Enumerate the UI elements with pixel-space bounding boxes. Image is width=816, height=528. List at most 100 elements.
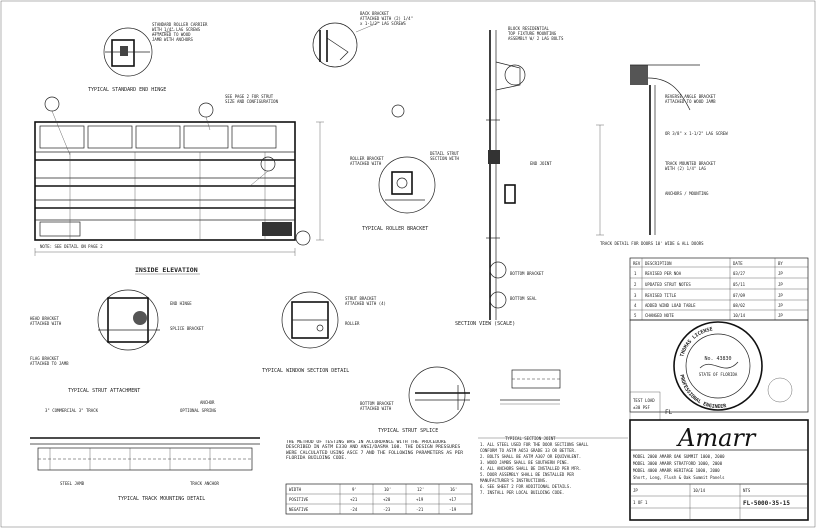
track-detail-note: TRACK DETAIL FOR DOORS 10' WIDE & ALL DO… <box>600 241 704 246</box>
inside-elevation: NOTE: SEE DETAIL ON PAGE 2 SEE PAGE 2 FO… <box>34 94 405 256</box>
track-detail-view: REVERSE ANGLE BRACKET ATTACHED TO WOOD J… <box>596 64 728 236</box>
detail-strut-circle: BACK BRACKET ATTACHED WITH (2) 1/4" x 1-… <box>312 11 413 68</box>
table-cell: +17 <box>449 497 457 502</box>
rev-cell: JP <box>778 313 783 318</box>
track-mounting-detail: 3" COMMERCIAL 3" TRACK OPTIONAL SPRING A… <box>30 400 260 486</box>
table-cell: -19 <box>449 507 457 512</box>
svg-text:STEEL JAMB: STEEL JAMB <box>60 481 85 486</box>
svg-text:ATTACHED TO JAMB: ATTACHED TO JAMB <box>30 361 69 366</box>
svg-text:OR 3/8" x 1-1/2" LAG SCREW: OR 3/8" x 1-1/2" LAG SCREW <box>665 131 728 136</box>
test-load-value: ±30 PSF <box>633 405 650 410</box>
model-line: MODEL 2000 AMARR OAK SUMMIT 1000, 2000 <box>633 454 725 459</box>
svg-text:5. DOOR ASSEMBLY SHALL BE INST: 5. DOOR ASSEMBLY SHALL BE INSTALLED PER <box>480 472 575 477</box>
test-load-label: TEST LOAD <box>633 398 655 403</box>
revision-block: REV DESCRIPTION DATE BY 1 REVISED PER NO… <box>629 257 809 321</box>
seal-number: No. 43830 <box>704 356 731 362</box>
svg-text:ATTACHED WITH: ATTACHED WITH <box>350 161 382 166</box>
window-section-caption: TYPICAL WINDOW SECTION DETAIL <box>262 368 349 374</box>
svg-text:ATTACHED WITH (4): ATTACHED WITH (4) <box>345 301 386 306</box>
svg-text:BACK BRACKET: BACK BRACKET <box>360 11 389 16</box>
svg-text:TRACK MOUNTED BRACKET: TRACK MOUNTED BRACKET <box>665 161 716 166</box>
track-mounting-caption: TYPICAL TRACK MOUNTING DETAIL <box>118 496 205 502</box>
svg-text:END JOINT: END JOINT <box>530 161 552 166</box>
section-view-caption: SECTION VIEW (SCALE) <box>455 321 515 327</box>
table-cell: -21 <box>416 507 424 512</box>
svg-text:ANCHOR: ANCHOR <box>200 400 215 405</box>
detail-hinge-circle: STANDARD ROLLER CARRIER WITH 1/4" LAG SC… <box>103 22 208 77</box>
inside-elevation-title: INSIDE ELEVATION <box>135 266 198 274</box>
svg-text:x 1-1/2" LAG SCREWS: x 1-1/2" LAG SCREWS <box>360 21 406 26</box>
svg-text:ATTACHED WITH (2) 1/4": ATTACHED WITH (2) 1/4" <box>360 16 413 21</box>
rev-cell: 4 <box>634 303 637 308</box>
svg-text:TOP FIXTURE MOUNTING: TOP FIXTURE MOUNTING <box>508 31 557 36</box>
rev-cell: 2 <box>634 282 637 287</box>
design-pressure-table: WIDTH 9' 10' 12' 16' POSITIVE +21 +20 +1… <box>285 483 473 515</box>
svg-text:BOTTOM BRACKET: BOTTOM BRACKET <box>510 271 544 276</box>
model-line: Short, Long, Flush & Oak Summit Panels <box>633 475 725 480</box>
scale-value: NTS <box>743 488 751 493</box>
roller-bracket-caption: TYPICAL ROLLER BRACKET <box>362 226 428 232</box>
svg-text:STRUT BRACKET: STRUT BRACKET <box>345 296 377 301</box>
svg-text:BOTTOM BRACKET: BOTTOM BRACKET <box>360 401 394 406</box>
svg-text:END HINGE: END HINGE <box>170 301 192 306</box>
table-cell: POSITIVE <box>289 497 309 502</box>
seal-signature-mark <box>699 361 739 369</box>
svg-text:BLOCK RESIDENTIAL: BLOCK RESIDENTIAL <box>508 26 550 31</box>
rev-cell: REVISED PER NOA <box>645 271 682 276</box>
svg-text:DETAIL STRUT: DETAIL STRUT <box>430 151 459 156</box>
svg-text:HEAD BRACKET: HEAD BRACKET <box>30 316 59 321</box>
svg-text:REVERSE ANGLE BRACKET: REVERSE ANGLE BRACKET <box>665 94 716 99</box>
svg-text:NOTE: SEE DETAIL ON PAGE 2: NOTE: SEE DETAIL ON PAGE 2 <box>40 244 103 249</box>
table-header-cell: 9' <box>352 487 357 492</box>
rev-cell: REVISED TITLE <box>645 293 677 298</box>
rev-cell: JP <box>778 303 783 308</box>
detail-section-joint <box>500 369 561 405</box>
svg-text:SIZE AND CONFIGURATION: SIZE AND CONFIGURATION <box>225 99 279 104</box>
svg-text:SPLICE BRACKET: SPLICE BRACKET <box>170 326 204 331</box>
rev-cell: 03/27 <box>733 271 746 276</box>
svg-text:OPTIONAL SPRING: OPTIONAL SPRING <box>180 408 217 413</box>
table-header-cell: 10' <box>384 487 391 492</box>
svg-text:STANDARD ROLLER CARRIER: STANDARD ROLLER CARRIER <box>152 22 208 27</box>
table-header-cell: 12' <box>417 487 424 492</box>
svg-text:3. WOOD JAMBS SHALL BE SOUTHER: 3. WOOD JAMBS SHALL BE SOUTHERN PINE. <box>480 460 569 465</box>
rev-cell: 1 <box>634 271 637 276</box>
model-line: MODEL 3000 AMARR STRATFORD 1000, 2000 <box>633 461 723 466</box>
strut-splice-caption: TYPICAL STRUT SPLICE <box>378 428 438 434</box>
table-header-cell: 16' <box>450 487 457 492</box>
rev-header-cell: REV <box>633 261 641 266</box>
rev-cell: JP <box>778 282 783 287</box>
title-block: Amarr MODEL 2000 AMARR OAK SUMMIT 1000, … <box>629 419 809 521</box>
svg-text:1. ALL STEEL USED FOR THE DOOR: 1. ALL STEEL USED FOR THE DOOR SECTIONS … <box>480 442 589 447</box>
svg-text:SECTION WITH: SECTION WITH <box>430 156 459 161</box>
svg-text:JAMB WITH ANCHORS: JAMB WITH ANCHORS <box>152 37 194 42</box>
table-header-cell: WIDTH <box>289 487 302 492</box>
rev-cell: UPDATED STRUT NOTES <box>645 282 691 287</box>
drawing-number: FL-5000-35-15 <box>743 500 790 507</box>
rev-cell: 05/11 <box>733 282 746 287</box>
svg-text:ATTACHED TO WOOD: ATTACHED TO WOOD <box>152 32 191 37</box>
strut-attachment-caption: TYPICAL STRUT ATTACHMENT <box>68 388 140 394</box>
svg-text:ANCHORS / MOUNTING: ANCHORS / MOUNTING <box>665 191 709 196</box>
svg-text:4. ALL ANCHORS SHALL BE INSTAL: 4. ALL ANCHORS SHALL BE INSTALLED PER MF… <box>480 466 581 471</box>
rev-cell: CHANGED NOTE <box>645 313 674 318</box>
general-notes: 1. ALL STEEL USED FOR THE DOOR SECTIONS … <box>478 437 628 495</box>
drawn-by-value: JP <box>633 488 638 493</box>
rev-cell: 07/09 <box>733 293 746 298</box>
sheet-value: 1 OF 1 <box>633 500 648 505</box>
rev-cell: JP <box>778 271 783 276</box>
seal-embossed-stamp <box>767 377 793 403</box>
table-cell: +19 <box>416 497 424 502</box>
vertical-track-section: BLOCK RESIDENTIAL TOP FIXTURE MOUNTING A… <box>486 26 564 320</box>
svg-text:PROFESSIONAL ENGINEER: PROFESSIONAL ENGINEER <box>678 374 727 410</box>
svg-text:CONFORM TO ASTM A653 GRADE 33: CONFORM TO ASTM A653 GRADE 33 OR BETTER. <box>480 448 576 453</box>
rev-cell: ADDED WIND LOAD TABLE <box>645 303 696 308</box>
rev-header-cell: BY <box>778 261 783 266</box>
table-cell: -23 <box>383 507 391 512</box>
detail-roller-bracket-circle: ROLLER BRACKET ATTACHED WITH DETAIL STRU… <box>350 151 459 214</box>
svg-text:7. INSTALL PER LOCAL BUILDING: 7. INSTALL PER LOCAL BUILDING CODE. <box>480 490 564 495</box>
seal-name-text: THOMAS LICENSE <box>679 326 713 357</box>
rev-cell: 5 <box>634 313 637 318</box>
rev-header-cell: DATE <box>733 261 743 266</box>
rev-cell: 10/14 <box>733 313 746 318</box>
